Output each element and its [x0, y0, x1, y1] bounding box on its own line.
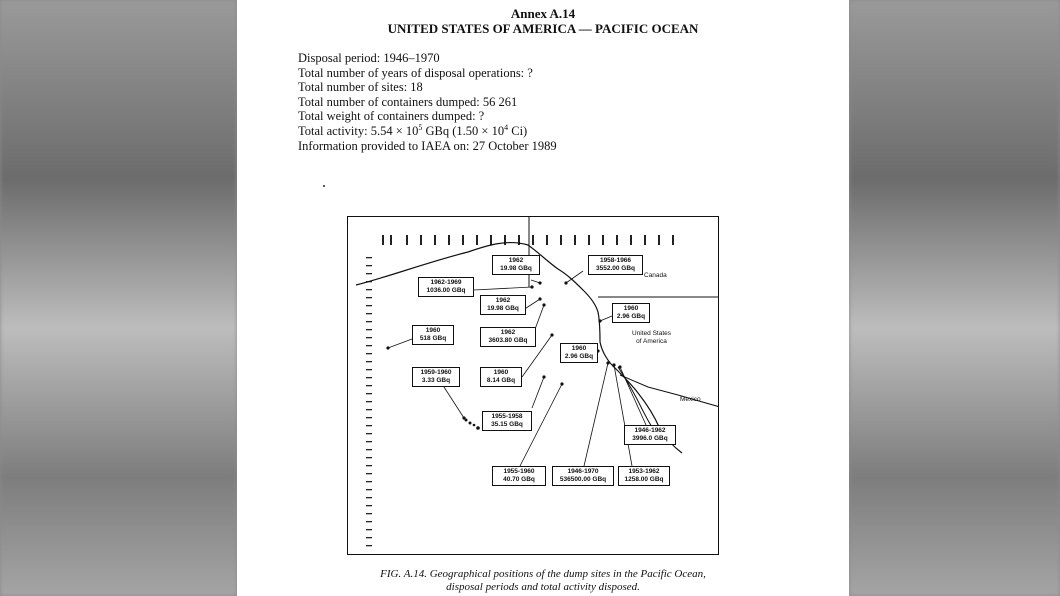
- total-sites: Total number of sites: 18: [298, 80, 423, 95]
- map-latitude-ticks: [366, 257, 372, 547]
- dump-site-points: [386, 281, 622, 420]
- us-mexico-border: [619, 374, 718, 407]
- disposal-period: Disposal period: 1946–1970: [298, 51, 440, 65]
- total-years: Total number of years of disposal operat…: [298, 65, 533, 80]
- info-date: Information provided to IAEA on: 27 Octo…: [298, 138, 557, 153]
- place-mexico: Mexico: [680, 396, 701, 403]
- total-containers: Total number of containers dumped: 56 26…: [298, 94, 518, 109]
- stray-dot: [323, 185, 325, 187]
- alaska-coastline: [355, 241, 585, 292]
- background-left: [0, 0, 237, 596]
- hawaii-islands: [464, 418, 480, 430]
- caption-line-1: FIG. A.14. Geographical positions of the…: [380, 568, 706, 580]
- background-right: [849, 0, 1060, 596]
- total-weight: Total weight of containers dumped: ?: [298, 109, 485, 124]
- page-title: UNITED STATES OF AMERICA — PACIFIC OCEAN: [387, 21, 699, 36]
- place-canada: Canada: [644, 272, 667, 279]
- figure-caption: FIG. A.14. Geographical positions of the…: [237, 568, 849, 594]
- map-longitude-ticks: [382, 235, 674, 245]
- annex-label: Annex A.14: [510, 6, 576, 21]
- site-leader-lines: [387, 270, 647, 467]
- caption-line-2: disposal periods and total activity disp…: [446, 581, 640, 593]
- total-activity: Total activity: 5.54 × 105 GBq (1.50 × 1…: [298, 122, 528, 138]
- page-header: Annex A.14 UNITED STATES OF AMERICA — PA…: [237, 6, 849, 37]
- disposal-info: Disposal period: 1946–1970 Total number …: [298, 51, 557, 153]
